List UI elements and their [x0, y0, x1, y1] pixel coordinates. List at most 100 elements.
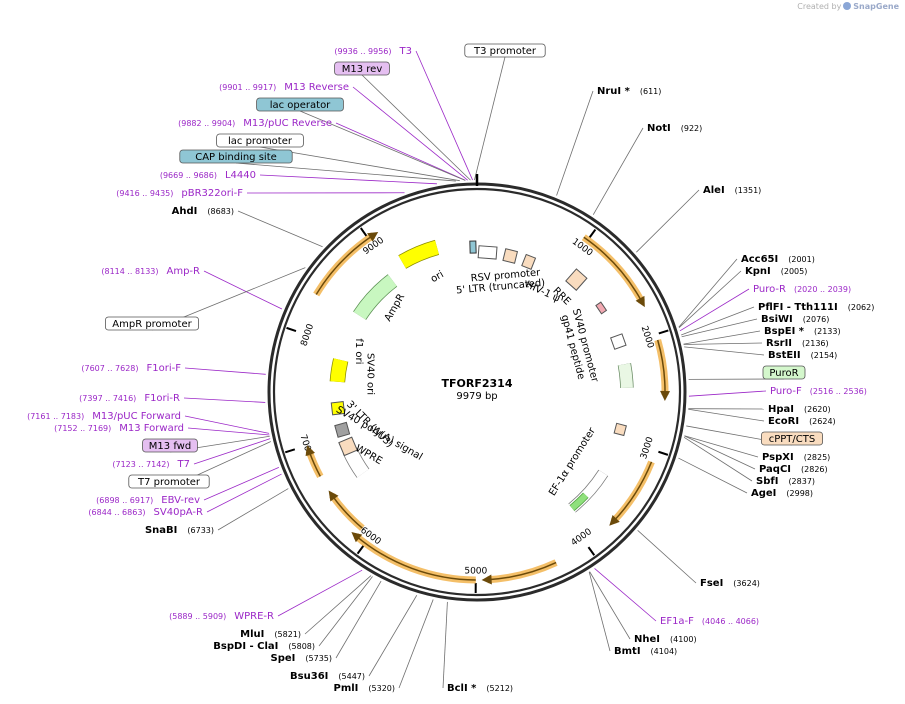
- primer-line: [184, 415, 270, 434]
- tick-label: 2000: [639, 325, 656, 350]
- primer-label: (5889 .. 5909)WPRE-R: [169, 611, 274, 622]
- enzyme-label: AleI(1351): [703, 185, 761, 196]
- feature-box-label: T7 promoter: [137, 477, 201, 488]
- plasmid-size: 9979 bp: [456, 391, 497, 402]
- primer-name: T7: [177, 459, 190, 470]
- primer-line: [259, 174, 437, 185]
- enzyme-label: Acc65I(2001): [741, 254, 815, 265]
- feature-box-label: M13 fwd: [149, 441, 191, 452]
- enzyme-position: (2624): [809, 417, 836, 426]
- primer-line: [203, 467, 280, 501]
- ampr-arc: [353, 274, 397, 320]
- orf-arrowhead: [660, 390, 671, 401]
- enzyme-name: BsiWI: [761, 314, 793, 325]
- enzyme-line: [592, 127, 644, 215]
- primer-name: Puro-R: [753, 284, 786, 295]
- enzyme-label: AhdI(8683): [172, 206, 234, 217]
- enzyme-line: [398, 599, 434, 689]
- orf-arc-core: [612, 461, 653, 522]
- enzyme-label: NheI(4100): [634, 634, 697, 645]
- enzyme-name: BmtI: [614, 646, 641, 657]
- enzyme-line: [681, 318, 758, 338]
- center-label: TFORF2314 9979 bp: [442, 377, 513, 402]
- enzyme-line: [678, 457, 748, 494]
- tick-mark: [286, 326, 297, 333]
- orf-arrowhead: [481, 574, 492, 585]
- gp41-box: [595, 301, 608, 315]
- orf-arrowhead: [609, 515, 620, 526]
- enzyme-line: [684, 435, 756, 470]
- enzyme-position: (4100): [670, 635, 697, 644]
- primer-name: EF1a-F: [660, 616, 694, 627]
- primer-position: (4046 .. 4066): [702, 617, 759, 626]
- enzyme-position: (2837): [788, 477, 815, 486]
- enzyme-line: [678, 258, 738, 328]
- enzyme-line: [556, 90, 594, 196]
- box-line: [235, 162, 456, 182]
- ef1a-green-arc: [570, 493, 588, 511]
- enzyme-position: (3624): [733, 579, 760, 588]
- primer-position: (9936 .. 9956): [334, 47, 391, 56]
- primer-line: [184, 367, 266, 375]
- feature-box: [464, 43, 546, 58]
- enzyme-position: (8683): [207, 207, 234, 216]
- primer-line: [203, 270, 283, 310]
- feature-box: [334, 61, 390, 76]
- primer-position: (9882 .. 9904): [178, 119, 235, 128]
- feature-box: [105, 316, 199, 331]
- primer-position: (9669 .. 9686): [160, 171, 217, 180]
- enzyme-position: (2998): [786, 489, 813, 498]
- orf-arc-core: [355, 535, 476, 581]
- enzyme-label: BstEII(2154): [768, 350, 837, 361]
- enzyme-position: (1351): [735, 186, 762, 195]
- primer-line: [688, 390, 767, 397]
- enzyme-name: Acc65I: [741, 254, 778, 265]
- enzyme-label: PspXI(2825): [762, 452, 830, 463]
- box-line: [259, 146, 460, 182]
- feature-box: [179, 149, 293, 164]
- feature-box-label: lac operator: [270, 100, 331, 111]
- feature-box: [256, 97, 344, 112]
- enzyme-name: EcoRI: [768, 416, 799, 427]
- cppt-box: [613, 422, 627, 437]
- primer-name: Puro-F: [770, 386, 802, 397]
- orf-arc: [313, 232, 376, 297]
- primer-label: (7152 .. 7169)M13 Forward: [54, 423, 184, 434]
- enzyme-line: [217, 488, 289, 531]
- primer-position: (8114 .. 8133): [101, 267, 158, 276]
- enzyme-position: (5808): [288, 642, 315, 651]
- enzyme-position: (2136): [802, 339, 829, 348]
- plasmid-name: TFORF2314: [442, 377, 513, 390]
- enzyme-label: PaqCI(2826): [759, 464, 828, 475]
- primer-position: (7161 .. 7183): [27, 412, 84, 421]
- enzyme-line: [589, 571, 631, 640]
- tick-label: 8000: [299, 322, 316, 347]
- primer-line: [183, 397, 266, 403]
- enzyme-position: (2826): [801, 465, 828, 474]
- feature-box-label: M13 rev: [342, 64, 383, 75]
- sv40-ori-box: [330, 400, 346, 416]
- primer-label: (7123 .. 7142)T7: [112, 459, 190, 470]
- tick-mark: [658, 450, 669, 456]
- primer-name: F1ori-F: [147, 363, 182, 374]
- enzyme-label: BclI *(5212): [447, 683, 513, 694]
- feature-label: RRE: [550, 285, 572, 307]
- primer-label: (8114 .. 8133) Amp-R: [101, 266, 200, 277]
- credit-prefix: Created by: [797, 2, 842, 11]
- feature-label: AmpR: [383, 292, 407, 323]
- enzyme-name: NruI *: [597, 86, 631, 97]
- primer-position: (6898 .. 6917): [96, 496, 153, 505]
- enzyme-line: [335, 580, 382, 659]
- tick-label: 5000: [464, 566, 487, 576]
- primer-name: WPRE-R: [234, 611, 274, 622]
- feature-box: [761, 431, 824, 446]
- primer-position: (9901 .. 9917): [219, 83, 276, 92]
- enzyme-position: (5320): [368, 684, 395, 693]
- enzyme-label: Bsu36I(5447): [290, 671, 365, 682]
- enzyme-label: NotI(922): [647, 123, 702, 134]
- enzyme-line: [684, 346, 765, 356]
- enzyme-name: SpeI: [271, 653, 296, 664]
- primer-name: Amp-R: [167, 266, 201, 277]
